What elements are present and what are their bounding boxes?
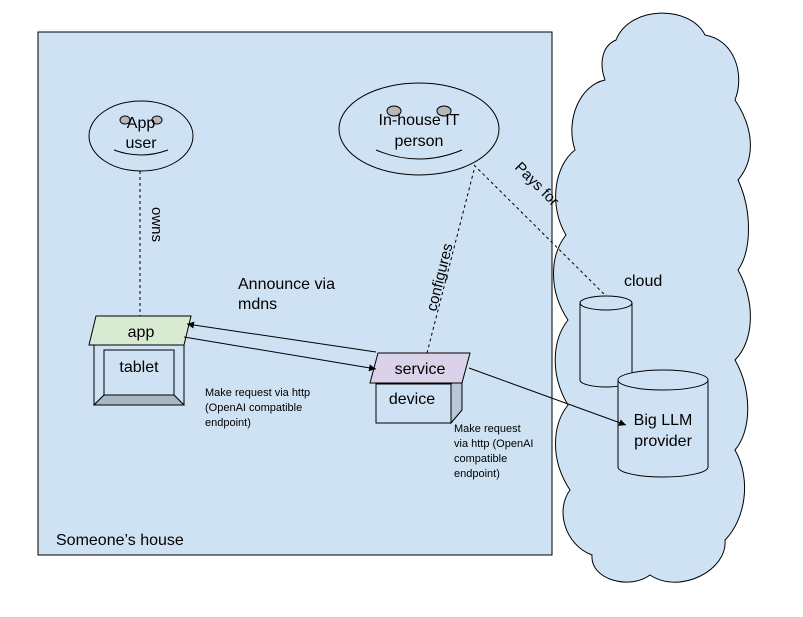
it-person-actor <box>338 82 500 176</box>
llm-label-line2: provider <box>634 433 692 450</box>
device-request-line: via http (OpenAI <box>454 438 534 450</box>
owns-label: owns <box>148 207 165 242</box>
announce-mdns-arrow <box>186 321 377 353</box>
it-person-label-line1: In-house IT <box>379 112 460 129</box>
llm-label-line1: Big LLM <box>634 412 693 429</box>
cloud-storage-cylinder <box>579 295 633 388</box>
tablet-request-label: Make request via http (OpenAI compatible… <box>205 387 310 429</box>
service-header <box>369 352 471 384</box>
device-request-label: Make request via http (OpenAI compatible… <box>454 423 534 480</box>
device-cube <box>375 370 463 425</box>
right-eye-icon <box>151 115 163 125</box>
right-eye-icon <box>436 105 452 117</box>
it-person-label-line2: person <box>395 133 444 150</box>
left-eye-icon <box>386 105 402 117</box>
service-header-label: service <box>395 361 446 378</box>
tablet-box <box>92 342 186 406</box>
app-user-label-line1: App <box>127 115 156 132</box>
tablet-request-arrow <box>183 336 377 372</box>
device-label: device <box>389 391 435 408</box>
configures-edge <box>426 169 475 354</box>
device-request-line: endpoint) <box>454 468 500 480</box>
announce-label-line2: mdns <box>238 296 277 313</box>
cloud-label: cloud <box>624 273 662 290</box>
device-request-arrow <box>468 367 627 426</box>
app-header <box>88 315 192 346</box>
announce-label-line1: Announce via <box>238 276 335 293</box>
app-user-actor <box>88 100 194 172</box>
tablet-request-line: (OpenAI compatible <box>205 402 302 414</box>
tablet-label: tablet <box>119 359 159 376</box>
tablet-bevel-bottom <box>92 394 186 406</box>
smile-icon <box>375 149 463 160</box>
tablet-request-line: endpoint) <box>205 417 251 429</box>
device-request-line: Make request <box>454 423 521 435</box>
smile-icon <box>113 149 169 156</box>
app-user-label-line2: user <box>125 135 157 152</box>
cloud-shape <box>553 12 751 583</box>
app-header-label: app <box>128 324 155 341</box>
house-label: Someone’s house <box>56 532 184 549</box>
device-request-line: compatible <box>454 453 507 465</box>
left-eye-icon <box>119 115 131 125</box>
pays-for-edge <box>473 164 607 297</box>
tablet-request-line: Make request via http <box>205 387 310 399</box>
llm-provider-cylinder <box>617 369 709 478</box>
